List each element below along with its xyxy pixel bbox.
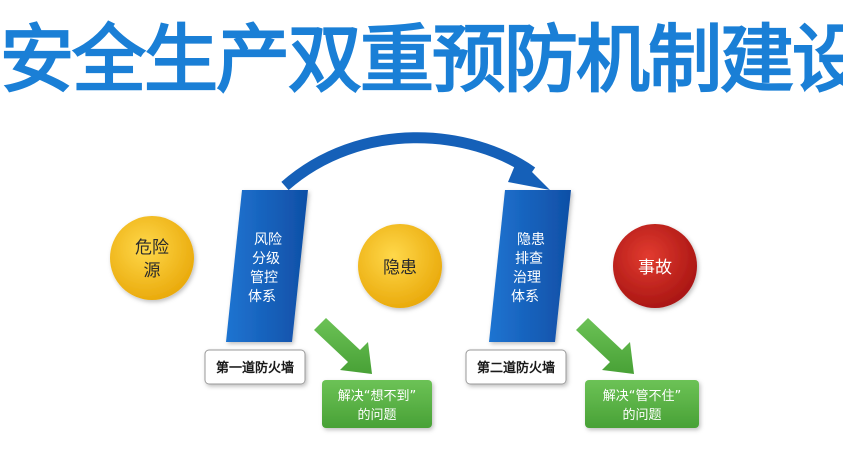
hidden-danger-label: 隐患 [383,258,417,278]
first-solution-arrow [314,318,372,374]
hazard-source-label-line1: 危险 [135,238,169,258]
hazard-source-node: 危险 源 [110,216,194,300]
first-solution-callout: 解决“想不到” 的问题 [322,380,432,428]
accident-label: 事故 [638,258,672,278]
hazard-investigation-line1: 隐患 [517,232,545,248]
risk-control-line4: 体系 [248,289,276,305]
risk-control-line3: 管控 [250,270,278,286]
flow-arc-arrow [281,132,550,191]
risk-control-panel: 风险 分级 管控 体系 [226,190,308,342]
hazard-source-label-line2: 源 [144,261,161,281]
hazard-investigation-line3: 治理 [513,270,541,286]
second-solution-callout: 解决“管不住” 的问题 [585,380,699,428]
risk-control-line1: 风险 [254,232,282,248]
second-solution-line2: 的问题 [622,407,661,423]
risk-control-line2: 分级 [252,251,280,267]
hazard-investigation-line4: 体系 [511,289,539,305]
second-firewall-text: 第二道防火墙 [477,360,555,376]
page-title: 安全生产双重预防机制建设 [0,17,843,103]
hazard-investigation-panel: 隐患 排查 治理 体系 [489,190,571,342]
second-firewall-label: 第二道防火墙 [465,349,567,385]
first-solution-line1: 解决“想不到” [338,388,416,404]
first-solution-line2: 的问题 [357,407,396,423]
first-firewall-text: 第一道防火墙 [216,360,294,376]
hidden-danger-node: 隐患 [358,224,442,308]
first-firewall-label: 第一道防火墙 [204,349,306,385]
hazard-investigation-line2: 排查 [515,251,543,267]
second-solution-arrow [576,318,634,374]
accident-node: 事故 [613,224,697,308]
second-solution-line1: 解决“管不住” [603,389,681,404]
